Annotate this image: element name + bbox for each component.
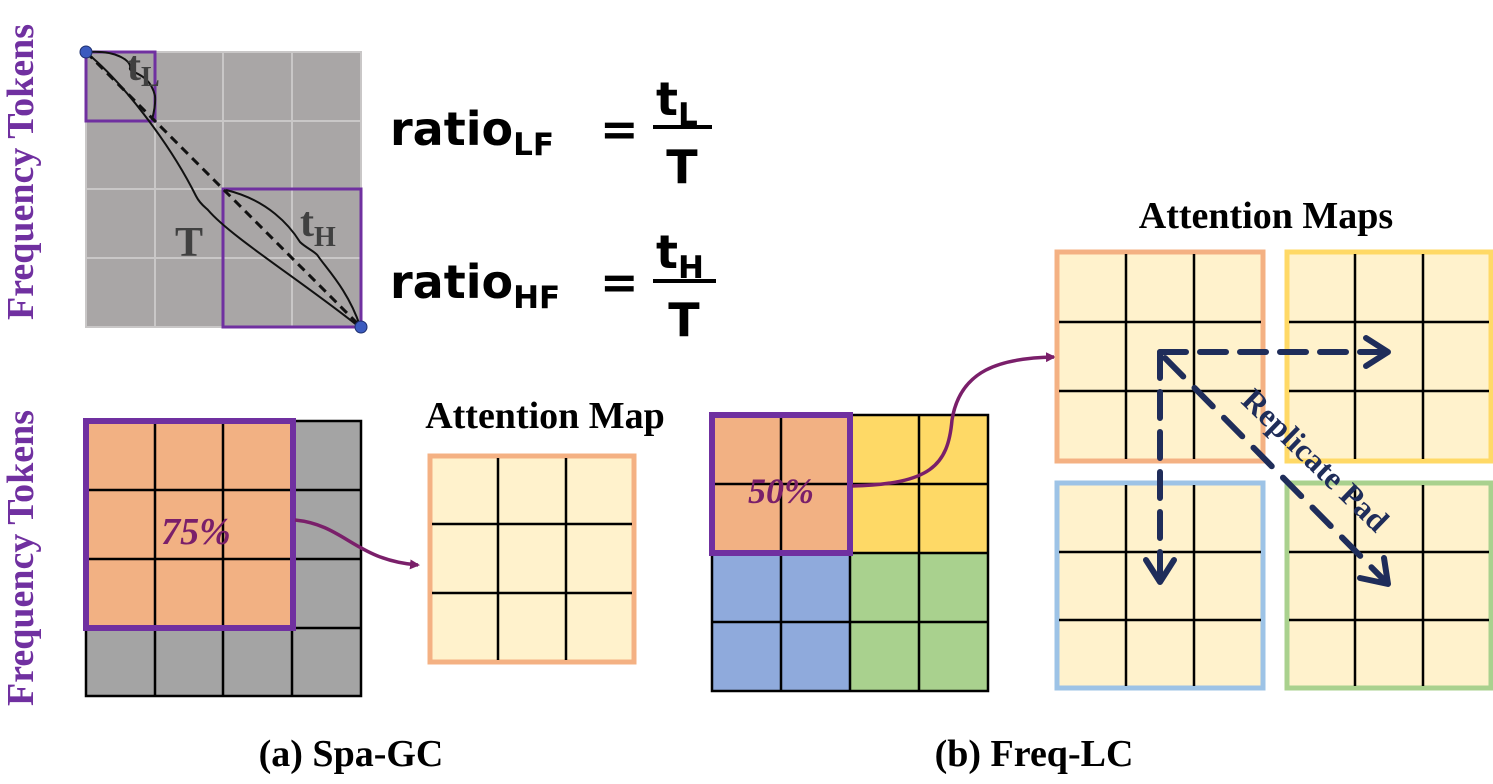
svg-text:=: = (600, 255, 639, 309)
freq-lc-selection (709, 412, 853, 556)
replicate-pad-arrows (1143, 335, 1391, 587)
svg-text:ratioHF: ratioHF (390, 255, 560, 316)
spa-gc-arrow (294, 518, 420, 570)
pct-50-label: 50% (748, 471, 814, 511)
freq-lc-arrow (851, 352, 1056, 488)
spa-gc-selection (83, 418, 296, 631)
frequency-tokens-label-bottom: Frequency Tokens (0, 410, 42, 706)
T-brace (87, 53, 359, 327)
attention-maps-title: Attention Maps (1139, 195, 1393, 237)
svg-text:T: T (668, 293, 700, 347)
attention-map-yellow (1284, 249, 1493, 464)
tl-label: tL (127, 44, 160, 93)
T-label: T (175, 220, 203, 266)
attention-map (427, 453, 637, 665)
freq-lc-grid: 50% (709, 412, 990, 693)
attention-map-title: Attention Map (425, 395, 665, 437)
svg-text:tH: tH (656, 225, 704, 286)
low-freq-region (84, 50, 157, 123)
end-point (354, 320, 368, 334)
tl-brace (87, 50, 157, 121)
start-point (79, 45, 93, 59)
caption-a: (a) Spa-GC (259, 733, 444, 775)
frequency-tokens-label-top: Frequency Tokens (0, 24, 42, 320)
svg-text:tL: tL (656, 72, 698, 133)
ratio-hf-formula: ratioHF = tH T (390, 225, 716, 347)
spa-gc-grid: 75% (83, 418, 363, 698)
th-brace (225, 189, 361, 327)
caption-b: (b) Freq-LC (935, 733, 1134, 775)
svg-text:=: = (600, 102, 639, 156)
replicate-arrow-diagonal (1162, 355, 1387, 583)
pct-75-label: 75% (161, 511, 231, 553)
svg-text:ratioLF: ratioLF (390, 102, 554, 163)
high-freq-region (221, 187, 363, 329)
svg-text:T: T (666, 140, 698, 194)
token-matrix: tL tH T (79, 44, 368, 334)
ratio-lf-formula: ratioLF = tL T (390, 72, 712, 194)
th-label: tH (300, 200, 336, 253)
